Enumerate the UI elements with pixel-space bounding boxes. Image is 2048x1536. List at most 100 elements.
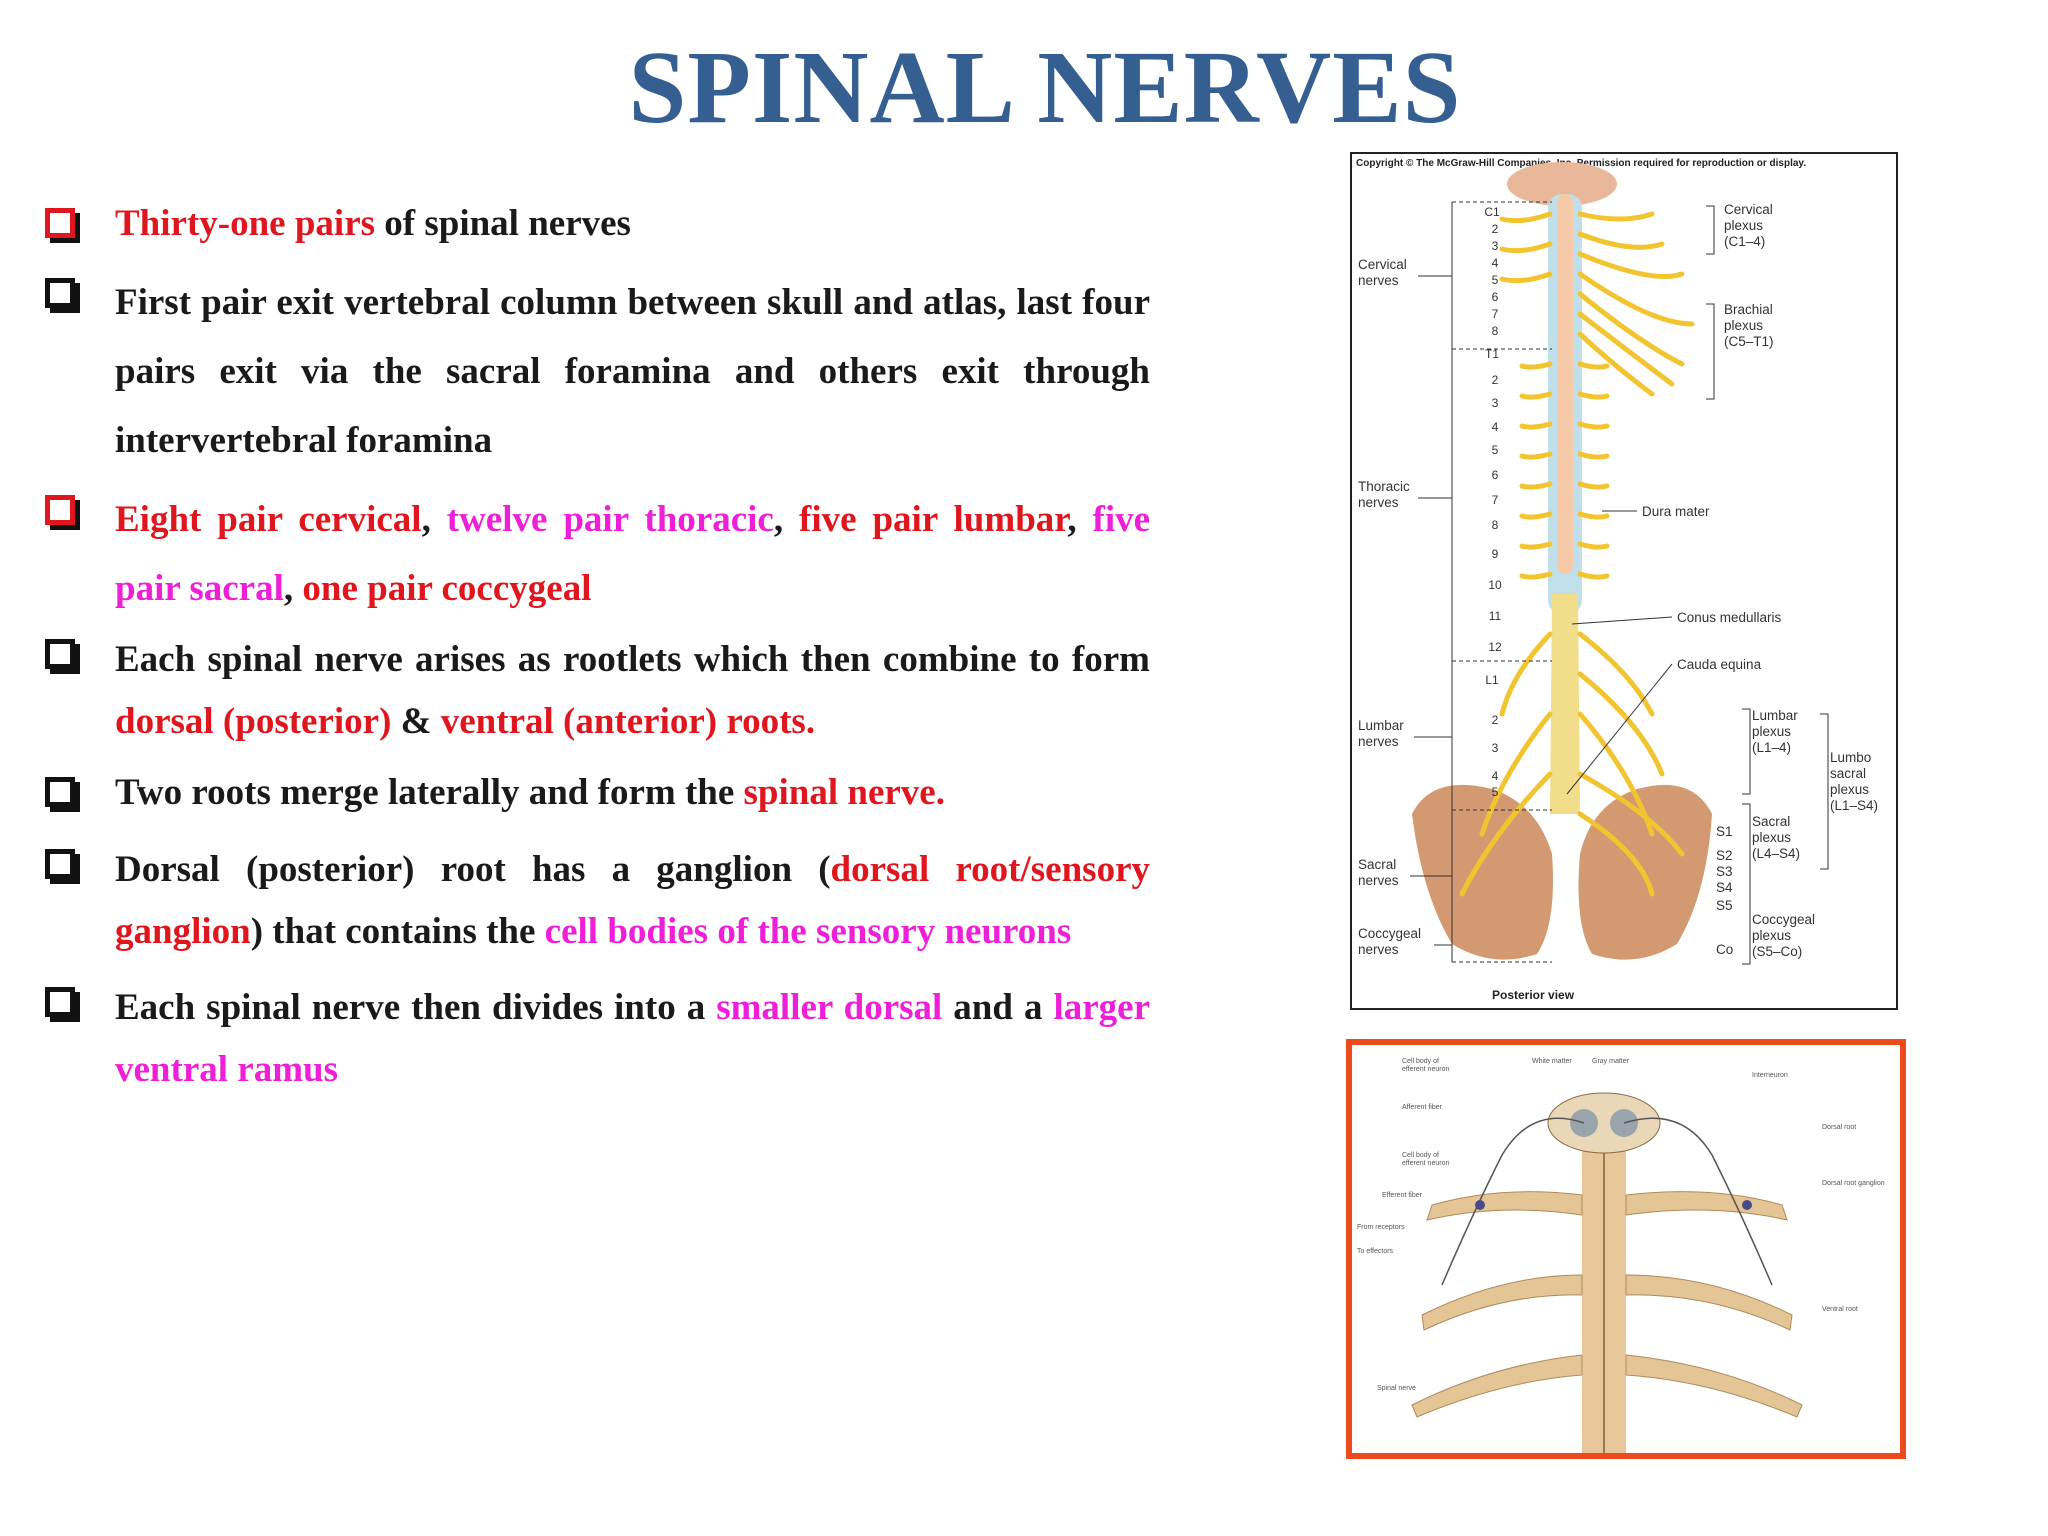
- label-sacral-plexus: plexus: [1752, 830, 1791, 845]
- bullet-7: Each spinal nerve then divides into a sm…: [40, 977, 1150, 1101]
- spinal-cord-illustration: Copyright © The McGraw-Hill Companies, I…: [1356, 158, 1878, 1002]
- spinal-cord-figure: Copyright © The McGraw-Hill Companies, I…: [1350, 152, 1898, 1010]
- fig2-label: Afferent fiber: [1402, 1104, 1443, 1111]
- vertebra-number: 8: [1492, 518, 1499, 532]
- label-coccygeal-nerves: nerves: [1358, 942, 1399, 957]
- lumbar-text: five pair lumbar: [799, 499, 1068, 540]
- cell-bodies-text: cell bodies of the sensory neurons: [544, 911, 1072, 952]
- vertebra-number: T1: [1485, 347, 1499, 361]
- label-lumbosacral-plexus: sacral: [1830, 766, 1866, 781]
- bullet-4: Each spinal nerve arises as rootlets whi…: [40, 629, 1150, 753]
- fig2-label: Cell body of: [1402, 1152, 1439, 1159]
- vertebra-number: 4: [1492, 769, 1499, 783]
- fig2-label: To effectors: [1357, 1248, 1394, 1255]
- checkbox-bullet-icon: [45, 278, 75, 308]
- vertebra-number: 4: [1492, 256, 1499, 270]
- vertebra-number: 5: [1492, 443, 1499, 457]
- region-dividers: [1452, 201, 1552, 963]
- sacral-number: S3: [1716, 864, 1733, 879]
- fig2-label: Efferent fiber: [1382, 1192, 1423, 1199]
- fig2-label: Dorsal root ganglion: [1822, 1180, 1885, 1187]
- label-lumbosacral-plexus: Lumbo: [1830, 750, 1871, 765]
- label-cervical-plexus: plexus: [1724, 218, 1763, 233]
- label-group-top: White matter Gray matter Interneuron: [1532, 1058, 1788, 1079]
- sacral-number: S4: [1716, 880, 1733, 895]
- label-lumbar-plexus: Lumbar: [1752, 708, 1798, 723]
- label-leader-lines: [1410, 205, 1829, 965]
- label-conus-medullaris: Conus medullaris: [1677, 610, 1782, 625]
- fig2-label: Dorsal root: [1822, 1124, 1856, 1131]
- thoracic-text: twelve pair thoracic: [446, 499, 774, 540]
- vertebra-number: 6: [1492, 468, 1499, 482]
- label-brachial-plexus: (C5–T1): [1724, 334, 1774, 349]
- sacral-number: S1: [1716, 824, 1733, 839]
- sacral-number: S5: [1716, 898, 1733, 913]
- ganglion-left: [1475, 1200, 1485, 1210]
- label-coccygeal-nerves: Coccygeal: [1358, 926, 1421, 941]
- label-brachial-plexus: plexus: [1724, 318, 1763, 333]
- separator: ,: [283, 568, 303, 609]
- label-lumbar-nerves: Lumbar: [1358, 718, 1404, 733]
- label-cervical-nerves: nerves: [1358, 273, 1399, 288]
- neuron-fibers: [1441, 1117, 1773, 1286]
- spinal-roots-illustration: Cell body of efferent neuron Afferent fi…: [1352, 1045, 1900, 1455]
- bullet-7-text-2: and a: [942, 987, 1054, 1028]
- cross-section: [1547, 1092, 1661, 1154]
- fig2-label: Cell body of: [1402, 1058, 1439, 1065]
- sacral-number: Co: [1716, 942, 1733, 957]
- vertebra-number: 7: [1492, 493, 1499, 507]
- vertebra-number: 9: [1492, 547, 1499, 561]
- vertebra-number: 8: [1492, 324, 1499, 338]
- label-sacral-nerves: nerves: [1358, 873, 1399, 888]
- vertebra-number: 12: [1488, 640, 1502, 654]
- label-brachial-plexus: Brachial: [1724, 302, 1773, 317]
- bullet-1: Thirty-one pairs of spinal nerves: [40, 198, 1150, 250]
- sacral-number: S2: [1716, 848, 1733, 863]
- nerve-branches: [1459, 211, 1695, 897]
- vertebra-number: 3: [1492, 396, 1499, 410]
- checkbox-bullet-icon: [45, 987, 75, 1017]
- label-dura-mater: Dura mater: [1642, 504, 1710, 519]
- nerve-roots: [1411, 1191, 1803, 1418]
- fig2-label: From receptors: [1357, 1224, 1405, 1231]
- vertebra-number-list: C1 2 3 4 5 6 7 8 T1 2 3 4 5 6 7 8 9 10 1…: [1484, 205, 1502, 799]
- vertebra-number: 4: [1492, 420, 1499, 434]
- label-coccygeal-plexus: Coccygeal: [1752, 912, 1815, 927]
- left-label-group: Cervical nerves Thoracic nerves Lumbar n…: [1358, 257, 1421, 957]
- label-cauda-equina: Cauda equina: [1677, 657, 1762, 672]
- fig2-label: White matter: [1532, 1058, 1572, 1065]
- fig2-label: Interneuron: [1752, 1072, 1788, 1079]
- cervical-text: Eight pair cervical: [115, 499, 422, 540]
- fig2-label: efferent neuron: [1402, 1066, 1449, 1073]
- separator: ,: [773, 499, 800, 540]
- vertebra-number: 2: [1492, 373, 1499, 387]
- label-lumbosacral-plexus: plexus: [1830, 782, 1869, 797]
- vertebra-number: 2: [1492, 222, 1499, 236]
- vertebra-number: 5: [1492, 273, 1499, 287]
- page-title: SPINAL NERVES: [628, 30, 1462, 145]
- label-coccygeal-plexus: plexus: [1752, 928, 1791, 943]
- vertebra-number: 3: [1492, 741, 1499, 755]
- figure-caption: Posterior view: [1492, 988, 1575, 1002]
- label-cervical-plexus: Cervical: [1724, 202, 1773, 217]
- bullet-list: Thirty-one pairs of spinal nerves First …: [40, 198, 1150, 1101]
- brainstem-shape: [1507, 162, 1617, 206]
- bullet-1-highlight: Thirty-one pairs: [115, 203, 376, 244]
- bullet-7-text: Each spinal nerve then divides into a: [115, 987, 717, 1028]
- vertebra-number: 5: [1492, 785, 1499, 799]
- ventral-root-text: ventral (anterior) roots.: [440, 701, 816, 742]
- label-sacral-nerves: Sacral: [1358, 857, 1396, 872]
- vertebra-number: 2: [1492, 713, 1499, 727]
- fig2-label: Ventral root: [1822, 1306, 1858, 1313]
- sacral-text: five pair sacral: [115, 499, 1151, 609]
- fig2-label: Spinal nerve: [1377, 1385, 1416, 1392]
- bullet-2: First pair exit vertebral column between…: [40, 268, 1150, 475]
- separator: ,: [421, 499, 447, 540]
- right-label-group: Cervical plexus (C1–4) Brachial plexus (…: [1642, 202, 1878, 959]
- pelvis-left: [1412, 784, 1553, 960]
- vertebra-number: C1: [1484, 205, 1500, 219]
- fig2-label: efferent neuron: [1402, 1160, 1449, 1167]
- dorsal-root-text: dorsal (posterior): [115, 701, 392, 742]
- vertebra-number: 10: [1488, 578, 1502, 592]
- label-sacral-plexus: (L4–S4): [1752, 846, 1800, 861]
